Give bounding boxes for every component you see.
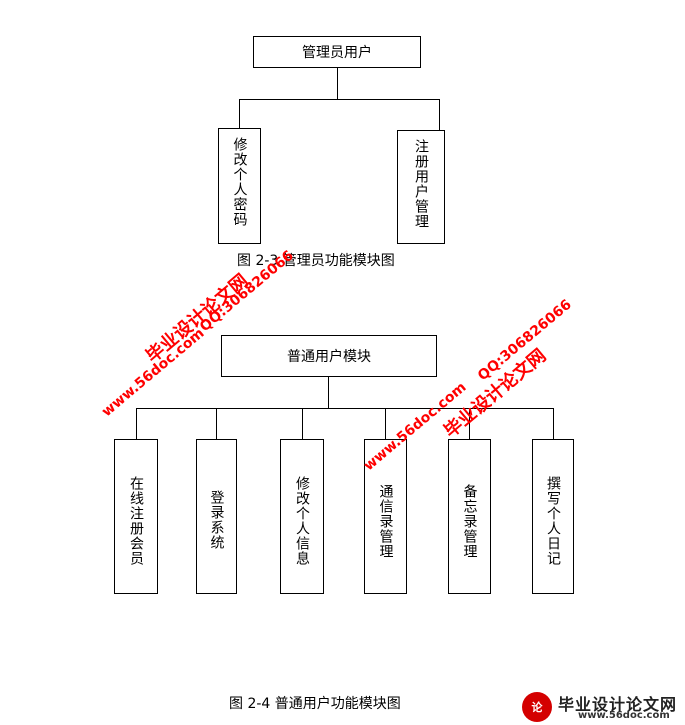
connector <box>469 408 470 439</box>
connector <box>328 377 329 408</box>
connector <box>385 408 386 439</box>
connector <box>136 408 553 409</box>
logo-url: www.56doc.com <box>578 710 670 721</box>
admin-module-box: 注册用户管理 <box>397 130 445 244</box>
user-module-box: 在线注册会员 <box>114 439 158 594</box>
user-module-box: 撰写个人日记 <box>532 439 574 594</box>
user-root-box: 普通用户模块 <box>221 335 437 377</box>
connector <box>337 68 338 99</box>
user-module-box: 登录系统 <box>196 439 237 594</box>
admin-root-box: 管理员用户 <box>253 36 421 68</box>
user-module-label: 通信录管理 <box>377 484 394 559</box>
admin-root-label: 管理员用户 <box>302 45 372 61</box>
logo-title: 毕业设计论文网 <box>558 695 678 714</box>
user-root-label: 普通用户模块 <box>287 349 371 365</box>
user-module-label: 在线注册会员 <box>128 476 144 566</box>
connector <box>302 408 303 439</box>
admin-module-box: 修改个人密码 <box>218 128 261 244</box>
admin-module-label: 修改个人密码 <box>231 137 248 227</box>
admin-module-label: 注册用户管理 <box>413 139 429 229</box>
user-module-label: 备忘录管理 <box>461 484 478 559</box>
connector <box>553 408 554 439</box>
site-logo: 论 毕业设计论文网 www.56doc.com <box>518 690 685 725</box>
figure-caption: 图 2-4 普通用户功能模块图 <box>229 696 401 712</box>
figure-caption: 图 2-3 管理员功能模块图 <box>237 253 395 269</box>
connector <box>136 408 137 439</box>
user-module-label: 修改个人信息 <box>294 476 310 566</box>
connector <box>216 408 217 439</box>
user-module-box: 通信录管理 <box>364 439 407 594</box>
connector <box>239 99 439 100</box>
user-module-label: 撰写个人日记 <box>545 476 561 566</box>
user-module-box: 备忘录管理 <box>448 439 491 594</box>
connector <box>239 99 240 128</box>
logo-emblem-icon: 论 <box>522 692 552 722</box>
user-module-label: 登录系统 <box>208 490 225 550</box>
connector <box>439 99 440 130</box>
user-module-box: 修改个人信息 <box>280 439 324 594</box>
